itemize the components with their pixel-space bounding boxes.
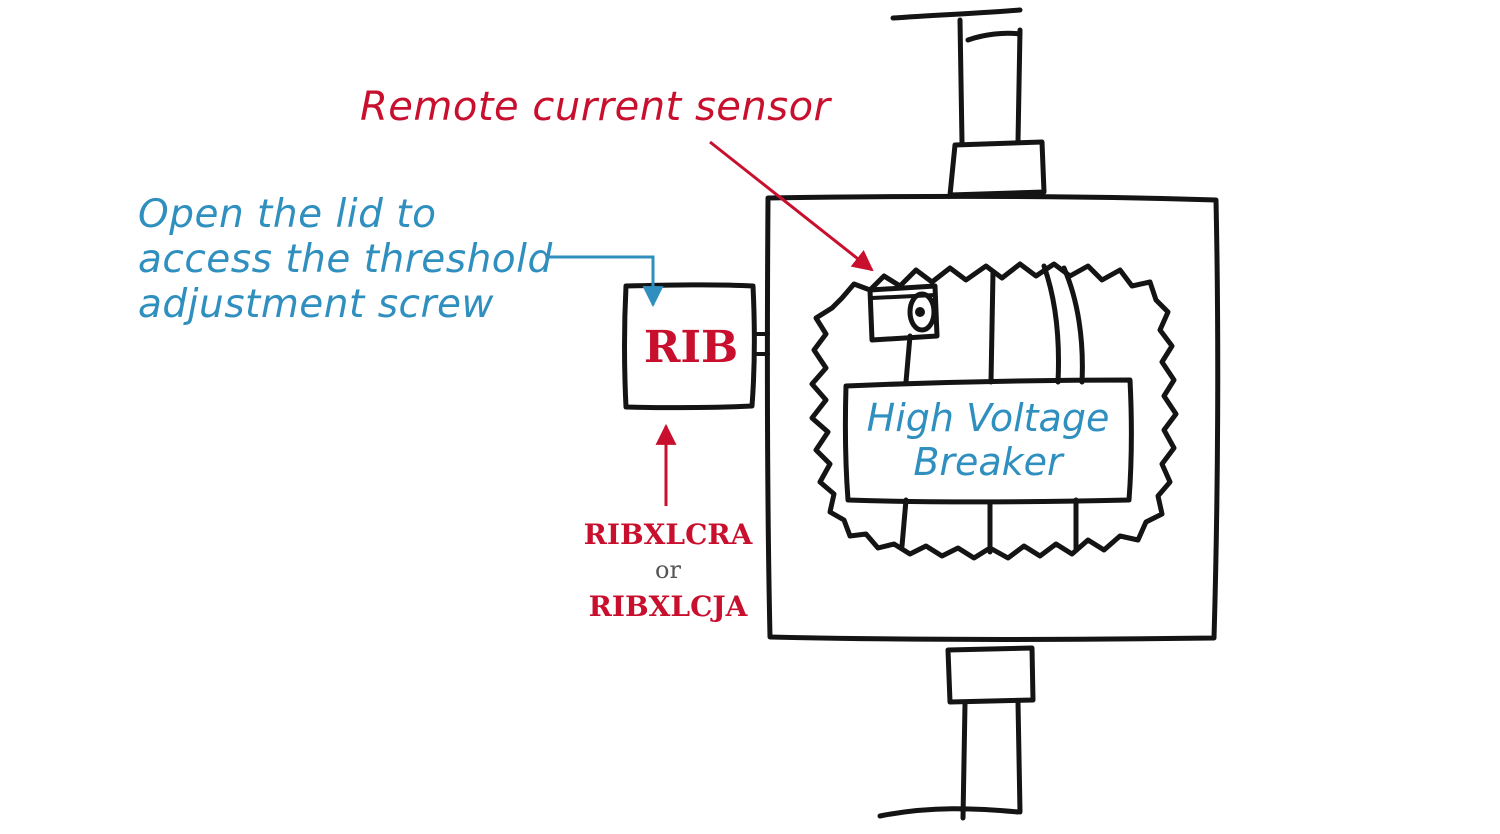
lid-instruction-line-2: access the threshold <box>138 237 553 282</box>
lid-instruction-line-1: Open the lid to <box>138 192 437 237</box>
top-bushing <box>890 7 1047 198</box>
rib-label: RIB <box>643 322 739 373</box>
bottom-bushing <box>877 645 1036 821</box>
breaker-nameplate <box>842 377 1134 505</box>
lid-instruction-label: Open the lid to access the threshold adj… <box>138 192 553 327</box>
breaker-label-line-1: High Voltage <box>866 396 1110 440</box>
rib-connector <box>753 332 770 356</box>
part-number-1: RIBXLCRA <box>583 518 753 551</box>
breaker-label: High Voltage Breaker <box>850 396 1126 484</box>
breaker-phase-bars <box>899 263 1085 555</box>
lid-callout-arrow <box>546 255 664 308</box>
breaker-enclosure <box>764 193 1221 642</box>
breaker-label-line-2: Breaker <box>913 440 1063 484</box>
remote-sensor-label: Remote current sensor <box>360 84 831 130</box>
current-sensor <box>867 283 940 343</box>
rib-module <box>622 282 757 411</box>
part-number-separator: or <box>655 556 681 584</box>
lid-instruction-line-3: adjustment screw <box>138 282 494 327</box>
sensor-callout-arrow <box>709 140 874 272</box>
part-number-2: RIBXLCJA <box>588 590 748 623</box>
cutaway-outline <box>809 261 1179 561</box>
